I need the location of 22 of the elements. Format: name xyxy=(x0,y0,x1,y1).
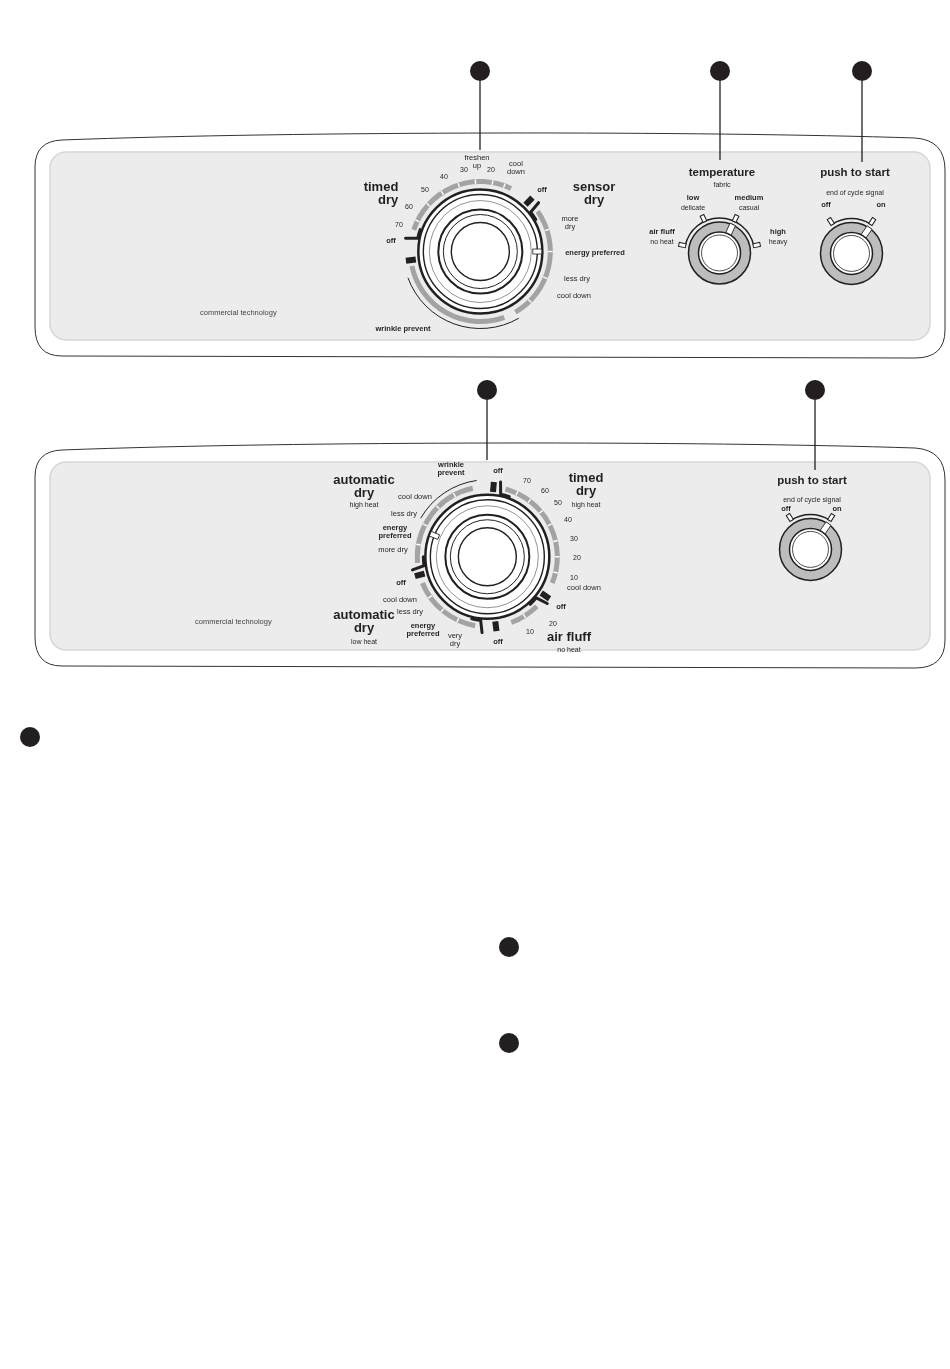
callout-circle xyxy=(477,380,497,400)
callout-circle xyxy=(710,61,730,81)
callout-circle xyxy=(805,380,825,400)
leader-line xyxy=(814,399,816,471)
leader-line xyxy=(479,80,481,151)
callout-circle xyxy=(499,937,519,957)
control-heading: push to start xyxy=(777,475,847,487)
control-heading: automatic dry xyxy=(333,473,395,499)
control-heading: timed dry xyxy=(363,180,399,206)
leader-line xyxy=(486,399,488,461)
leader-line xyxy=(861,80,863,163)
control-heading: sensor dry xyxy=(572,180,616,206)
control-heading: automatic dry xyxy=(333,608,395,634)
control-heading: push to start xyxy=(820,167,890,179)
control-heading: temperature xyxy=(688,167,756,179)
control-heading: timed dry xyxy=(568,471,604,497)
callout-circle xyxy=(20,727,40,747)
leader-line xyxy=(719,80,721,161)
callout-circle xyxy=(470,61,490,81)
control-heading: air fluff xyxy=(546,629,592,643)
callout-circle xyxy=(499,1033,519,1053)
callout-circle xyxy=(852,61,872,81)
